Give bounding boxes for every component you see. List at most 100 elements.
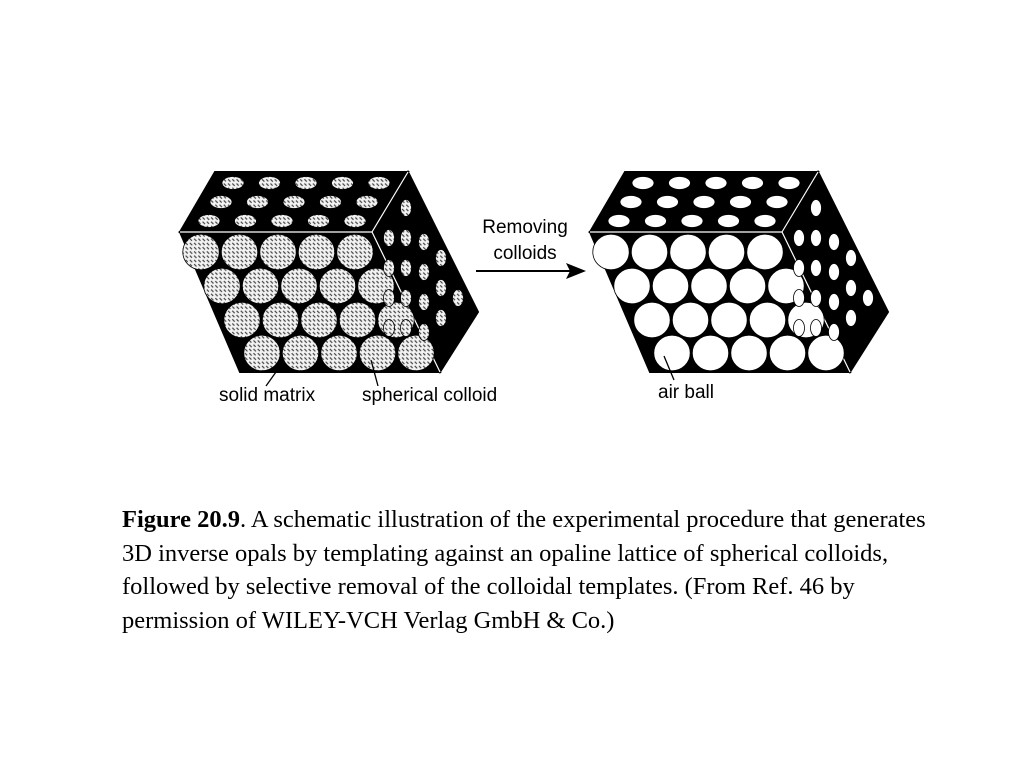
air-hole	[765, 195, 789, 209]
colloid-face-circle	[246, 195, 269, 209]
colloid-face-circle	[197, 214, 221, 228]
colloid-face-circle	[435, 249, 447, 267]
spherical-colloid	[358, 334, 397, 372]
air-ball	[630, 233, 669, 271]
arrow-label-line1: Removing	[482, 217, 568, 238]
colloid-face-circle	[400, 259, 412, 277]
air-hole	[810, 259, 822, 277]
air-hole	[680, 214, 704, 228]
spherical-colloid	[203, 267, 241, 305]
spherical-colloid	[397, 334, 435, 372]
air-hole	[729, 195, 752, 209]
air-ball	[746, 233, 784, 271]
air-hole	[810, 319, 822, 337]
air-hole	[793, 229, 805, 247]
colloid-face-circle	[435, 309, 447, 327]
left-cube-edge	[371, 171, 409, 233]
spherical-colloid	[241, 267, 280, 305]
air-ball	[728, 267, 767, 305]
spherical-colloid	[318, 267, 357, 305]
spherical-colloid	[223, 301, 261, 339]
colloid-face-circle	[209, 195, 233, 209]
colloid-face-circle	[367, 176, 391, 190]
air-ball	[691, 334, 730, 372]
colloid-face-circle	[307, 214, 330, 228]
spherical-colloid	[182, 233, 220, 271]
colloid-face-circle	[383, 289, 395, 307]
spherical-colloid-leader	[370, 359, 379, 387]
removing-colloids-arrow	[476, 263, 586, 279]
air-hole	[810, 289, 822, 307]
colloid-face-circle	[435, 279, 447, 297]
air-ball	[651, 267, 690, 305]
left-side-face-colloids	[383, 199, 464, 341]
spherical-colloid	[220, 233, 259, 271]
air-ball	[768, 334, 807, 372]
colloid-face-circle	[383, 259, 395, 277]
spherical-colloid	[280, 267, 318, 305]
colloid-face-circle	[400, 289, 412, 307]
colloid-face-circle	[418, 293, 430, 311]
colloid-face-circle	[234, 214, 257, 228]
air-hole	[607, 214, 631, 228]
colloid-face-circle	[400, 319, 412, 337]
arrow-label-line2: colloids	[493, 243, 556, 264]
colloid-face-circle	[282, 195, 306, 209]
air-ball	[730, 334, 768, 372]
figure-number: Figure 20.9	[122, 506, 240, 533]
figure-caption: Figure 20.9. A schematic illustration of…	[122, 503, 942, 637]
air-hole	[793, 319, 805, 337]
air-ball-label: air ball	[658, 382, 714, 403]
air-hole	[845, 279, 857, 297]
air-ball	[807, 334, 845, 372]
air-hole	[668, 176, 691, 190]
spherical-colloid	[243, 334, 281, 372]
colloid-face-circle	[418, 323, 430, 341]
air-hole	[692, 195, 716, 209]
colloid-face-circle	[383, 319, 395, 337]
colloid-face-circle	[270, 214, 294, 228]
colloid-face-circle	[221, 176, 245, 190]
right-cube-edge	[781, 171, 819, 233]
air-hole	[793, 289, 805, 307]
spherical-colloid	[338, 301, 377, 339]
air-hole	[644, 214, 667, 228]
colloid-face-circle	[343, 214, 367, 228]
left-front-face-colloids	[182, 233, 435, 372]
air-hole	[828, 293, 840, 311]
air-hole	[845, 249, 857, 267]
caption-text: . A schematic illustration of the experi…	[122, 506, 926, 634]
right-side-face-air-holes	[793, 199, 874, 341]
spherical-colloid	[297, 233, 336, 271]
solid-matrix-label: solid matrix	[219, 385, 316, 406]
air-hole	[828, 323, 840, 341]
air-ball	[613, 267, 651, 305]
air-ball	[690, 267, 728, 305]
colloid-face-circle	[418, 263, 430, 281]
air-hole	[631, 176, 655, 190]
colloid-face-circle	[319, 195, 342, 209]
spherical-colloid	[259, 233, 297, 271]
air-ball	[671, 301, 710, 339]
air-ball	[653, 334, 691, 372]
air-hole	[810, 199, 822, 217]
left-top-face-colloids	[197, 176, 391, 228]
opal-template-cube	[178, 169, 480, 375]
air-ball	[633, 301, 671, 339]
air-hole	[777, 176, 801, 190]
colloid-face-circle	[400, 199, 412, 217]
air-ball	[669, 233, 707, 271]
spherical-colloid-label: spherical colloid	[362, 385, 497, 406]
inverse-opal-cube	[588, 169, 890, 375]
colloid-face-circle	[355, 195, 379, 209]
air-hole	[793, 259, 805, 277]
air-hole	[741, 176, 764, 190]
air-ball	[748, 301, 787, 339]
air-hole	[810, 229, 822, 247]
right-top-face-air-holes	[607, 176, 801, 228]
colloid-face-circle	[383, 229, 395, 247]
spherical-colloid	[261, 301, 300, 339]
spherical-colloid	[300, 301, 338, 339]
air-hole	[862, 289, 874, 307]
